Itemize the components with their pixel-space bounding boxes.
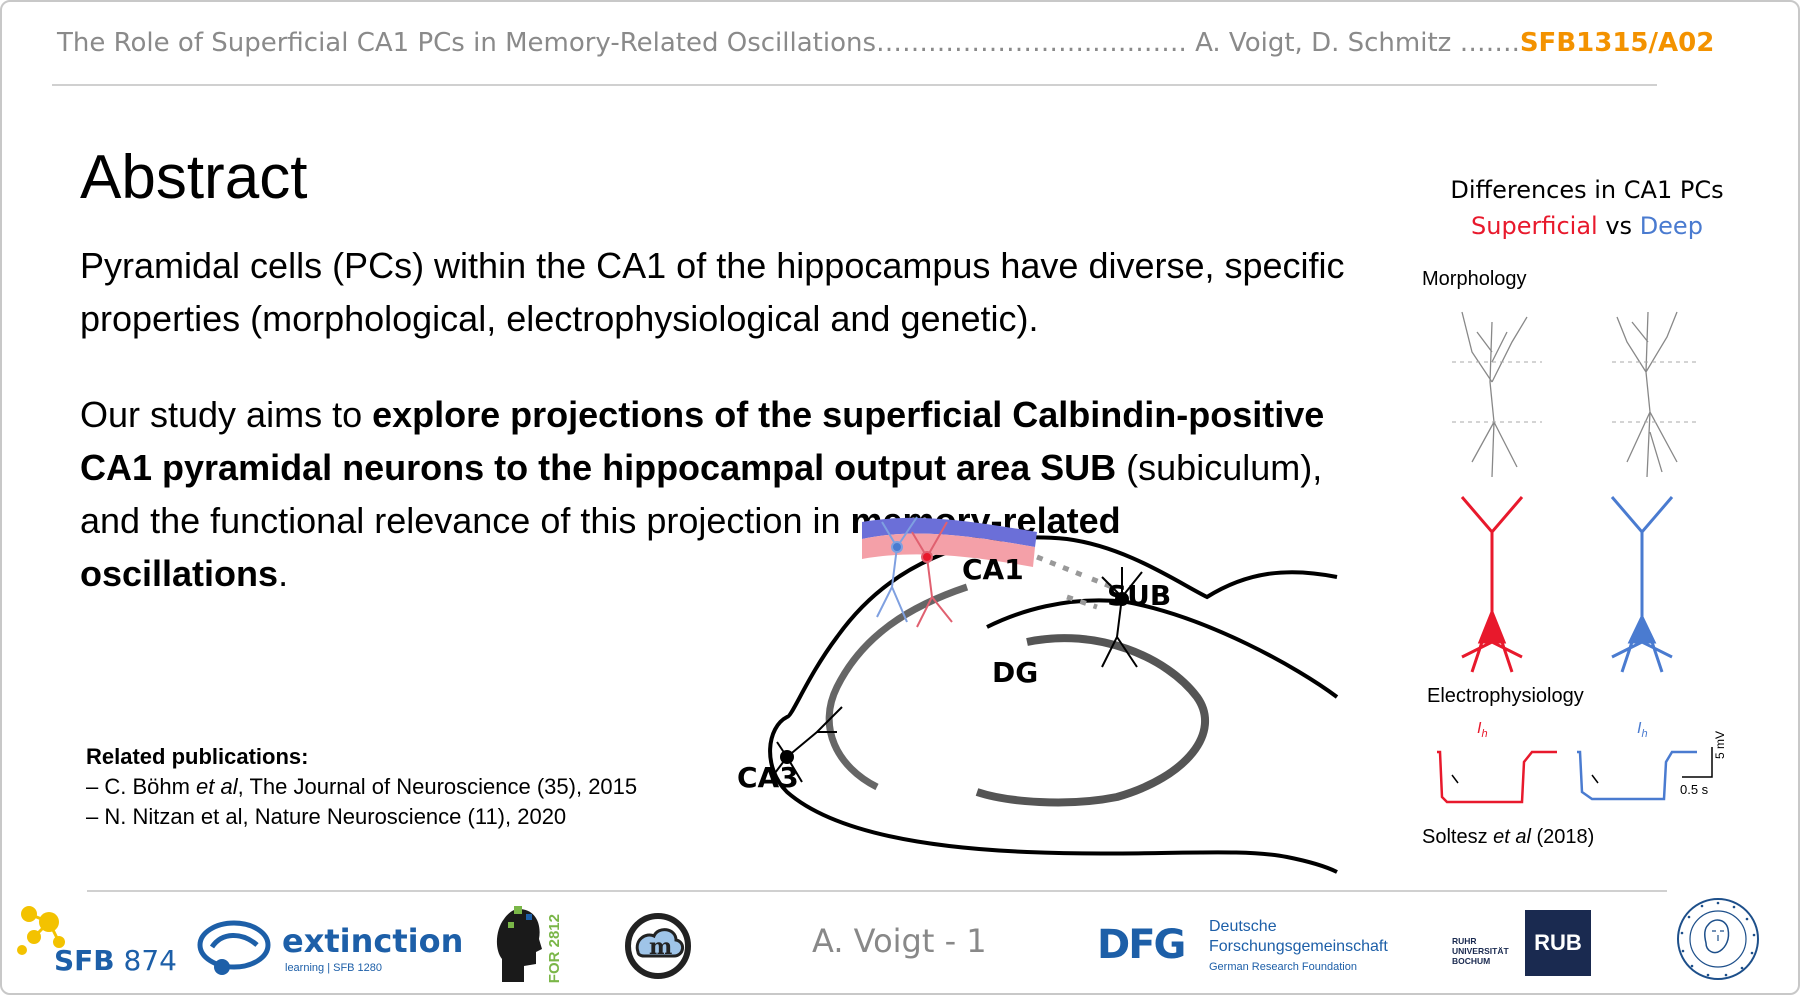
scale-mv: 5 mV	[1713, 731, 1727, 759]
sfb874-icon	[17, 906, 65, 955]
arrow-marker	[1591, 774, 1599, 784]
slide-header: The Role of Superficial CA1 PCs in Memor…	[57, 28, 1714, 58]
projection-dotted-2	[1066, 594, 1098, 610]
extinction-sub: learning | SFB 1280	[285, 962, 383, 974]
p2-intro: Our study aims to	[80, 394, 373, 435]
ca1-band-superficial	[862, 533, 1035, 567]
ca1-band-deep	[862, 517, 1037, 547]
abstract-title: Abstract	[80, 143, 308, 212]
extinction-text: extinction	[282, 922, 464, 960]
trace-superficial	[1437, 750, 1557, 804]
ih-label-deep: Ih	[1637, 720, 1648, 740]
sub-neuron	[1101, 567, 1143, 668]
ca-pyramidal-layer	[825, 583, 969, 791]
related-publications: Related publications: – C. Böhm et al, T…	[86, 742, 637, 832]
sfb874-text-a: SFB	[54, 944, 115, 977]
morphology-label: Morphology	[1422, 268, 1527, 290]
scale-bar	[1682, 747, 1713, 778]
extinction-logo: extinction learning | SFB 1280	[197, 917, 464, 987]
header-title: The Role of Superficial CA1 PCs in Memor…	[57, 28, 877, 58]
publication-item: – N. Nitzan et al, Nature Neuroscience (…	[86, 804, 567, 829]
label-ca3: CA3	[737, 761, 799, 794]
ca3-neuron	[771, 706, 843, 783]
differences-heading: Differences in CA1 PCs	[1450, 176, 1724, 204]
abstract-paragraph-2: Our study aims to explore projections of…	[80, 388, 1330, 600]
dg-granule-layer	[975, 634, 1210, 807]
sfb874-logo: SFB 874	[14, 902, 179, 982]
scale-s: 0.5 s	[1680, 782, 1709, 797]
dg-outline	[986, 598, 1339, 699]
project-code: SFB1315/A02	[1519, 28, 1715, 58]
hippocampus-diagram: CA1 SUB DG CA3	[737, 516, 1339, 874]
hu-berlin-seal	[1674, 895, 1762, 983]
header-divider	[52, 84, 1657, 86]
differences-panel: Differences in CA1 PCs Superficial vs De…	[1402, 172, 1772, 244]
schematic-cells	[1460, 496, 1674, 673]
cloud-m-icon: m	[625, 913, 691, 979]
citation-soltesz: Soltesz et al (2018)	[1422, 826, 1595, 848]
publications-heading: Related publications:	[86, 744, 309, 769]
label-ca1: CA1	[962, 553, 1024, 586]
for2812-text: FOR 2812	[546, 914, 563, 984]
head-icon	[496, 906, 542, 982]
arrow-marker	[1451, 774, 1459, 784]
abstract-paragraph-1: Pyramidal cells (PCs) within the CA1 of …	[80, 245, 1345, 339]
p2-end: .	[278, 553, 289, 594]
footer-divider	[87, 890, 1667, 892]
projection-dotted	[1036, 554, 1118, 592]
label-sub: SUB	[1107, 579, 1171, 612]
deep-label: Deep	[1639, 212, 1703, 240]
rub-box: RUB	[1525, 910, 1591, 976]
schematic-superficial-cell	[1460, 496, 1524, 673]
vs-label: vs	[1597, 212, 1640, 240]
ca1-deep-neuron	[876, 516, 918, 623]
svg-text:m: m	[649, 934, 672, 960]
morphology-deep	[1616, 311, 1678, 478]
electrophysiology-label: Electrophysiology	[1427, 685, 1584, 707]
header-leader-2: …….	[1459, 28, 1520, 58]
morphology-superficial	[1461, 311, 1528, 478]
publication-item: – C. Böhm et al, The Journal of Neurosci…	[86, 774, 638, 799]
electrophysiology-traces: Ih Ih 5 mV 0.5 s	[1437, 720, 1727, 804]
brain-icon	[197, 920, 271, 975]
dfg-text: Deutsche Forschungsgemeinschaft German R…	[1209, 918, 1388, 973]
p2-mid: (subiculum), and the functional relevanc…	[80, 447, 1323, 541]
for2812-logo: FOR 2812	[494, 904, 574, 984]
trace-deep	[1577, 750, 1697, 801]
differences-title: Differences in CA1 PCs Superficial vs De…	[1402, 172, 1772, 244]
ih-label-superficial: Ih	[1477, 720, 1488, 740]
header-leader: ……………………..……….	[876, 28, 1187, 58]
dfg-logo: DFG Deutsche Forschungsgemeinschaft Germ…	[1097, 917, 1397, 987]
schematic-deep-cell	[1610, 496, 1674, 673]
differences-subtitle: Superficial vs Deep	[1402, 208, 1772, 244]
superficial-label: Superficial	[1471, 212, 1598, 240]
dfg-mark: DFG	[1097, 922, 1186, 968]
page-label: A. Voigt - 1	[812, 922, 987, 960]
seal-icon	[1677, 898, 1759, 980]
sfb874-text-b: 874	[114, 944, 177, 977]
m-logo: m	[622, 910, 694, 982]
morphology-traces	[1452, 311, 1697, 478]
label-dg: DG	[992, 656, 1038, 689]
hippocampus-outline	[768, 535, 1338, 874]
ca1-superficial-neuron	[911, 521, 953, 628]
header-authors: A. Voigt, D. Schmitz	[1195, 28, 1452, 58]
p2-bold-projections: explore projections of the superficial C…	[80, 394, 1325, 488]
